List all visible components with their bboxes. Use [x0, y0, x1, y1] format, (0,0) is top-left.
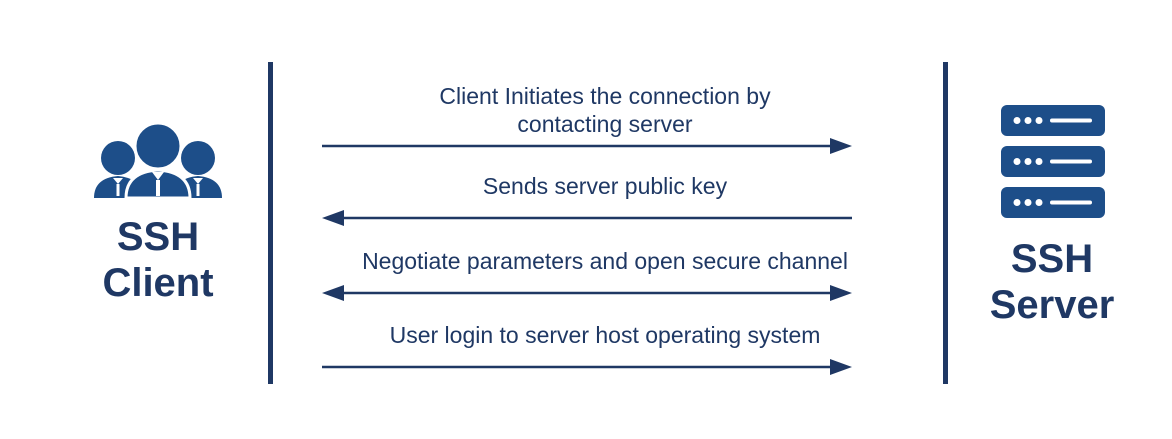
server-label-line1: SSH	[1010, 237, 1094, 281]
arrow-bidirectional	[322, 285, 852, 301]
message-1-line1: Client Initiates the connection by	[439, 83, 771, 109]
client-label: SSH Client	[78, 214, 238, 306]
arrow-server-to-client	[322, 210, 852, 226]
arrow-client-to-server-2	[322, 359, 852, 375]
server-label-line2: Server	[989, 283, 1115, 327]
client-divider	[268, 62, 273, 384]
message-user-login: User login to server host operating syst…	[389, 322, 821, 348]
message-negotiate-channel: Negotiate parameters and open secure cha…	[362, 248, 848, 274]
client-label-line1: SSH	[116, 215, 200, 259]
arrow-client-to-server-1	[322, 138, 852, 154]
server-divider	[943, 62, 948, 384]
server-rack-icon	[1001, 105, 1105, 218]
client-label-line2: Client	[102, 261, 214, 305]
server-label: SSH Server	[972, 236, 1132, 328]
message-initiate-connection: Client Initiates the connection by conta…	[380, 82, 830, 138]
message-server-public-key: Sends server public key	[482, 173, 728, 199]
message-1-line2: contacting server	[517, 111, 693, 137]
users-group-icon	[94, 121, 222, 200]
